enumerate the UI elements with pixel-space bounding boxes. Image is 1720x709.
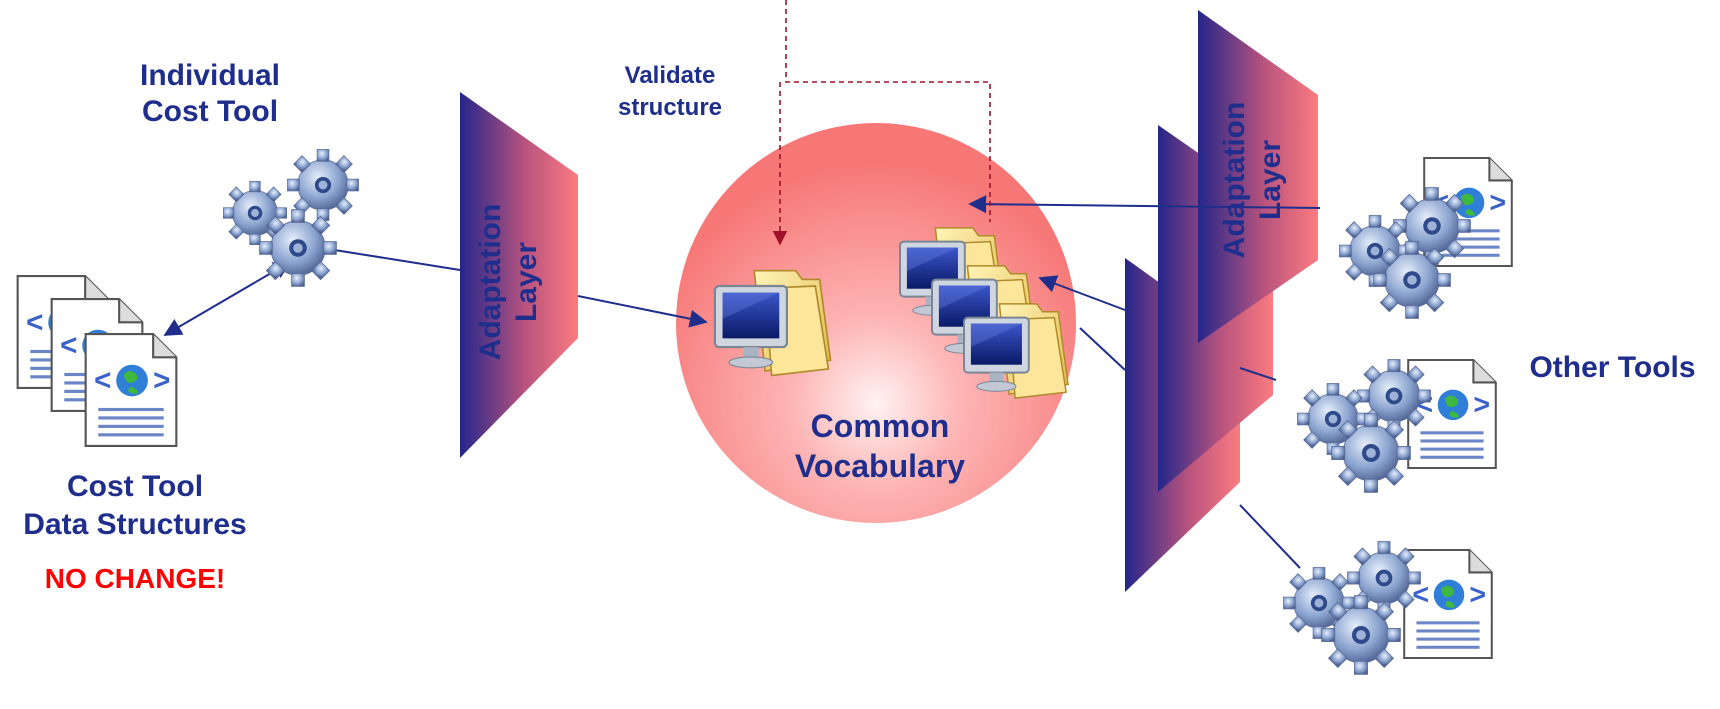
adaptation-layer-left xyxy=(460,92,578,458)
label-line: Individual xyxy=(139,59,280,92)
common-vocabulary-sphere xyxy=(676,123,1076,523)
connector-gear-to-layer xyxy=(321,247,461,271)
connector-folder2 xyxy=(1079,327,1126,371)
label-line: Validate xyxy=(624,62,716,89)
arrow-gear-data xyxy=(163,261,292,336)
gears-icon xyxy=(259,209,337,287)
gears-icon xyxy=(1373,241,1451,319)
arrow-layer-to-folder xyxy=(1038,275,1126,311)
adaptation-layer-right-label: Adaptation Layer xyxy=(1218,102,1287,259)
label-line: structure xyxy=(617,94,723,121)
gears-icon xyxy=(1321,595,1401,675)
common-vocabulary-label: Common Vocabulary xyxy=(760,406,1000,486)
adaptation-label: Adaptation xyxy=(1218,102,1251,259)
arrow-layer-to-vocabulary xyxy=(577,295,708,328)
gears-icon xyxy=(1331,413,1411,493)
computer-folder-icon xyxy=(713,269,832,377)
no-change-label: NO CHANGE! xyxy=(44,563,226,594)
other-tools-label: Other Tools xyxy=(1529,351,1696,384)
label-line: Vocabulary xyxy=(794,448,966,484)
adaptation-layer-left-label: Adaptation Layer xyxy=(474,204,543,361)
adaptation-layer-right-front xyxy=(1198,10,1318,343)
label-line: Common xyxy=(810,408,950,444)
validate-connector xyxy=(785,0,991,222)
layer-label: Layer xyxy=(510,242,543,322)
layer-label: Layer xyxy=(1254,140,1287,220)
individual-cost-tool-label: Individual Cost Tool xyxy=(110,58,310,130)
xml-document-icon xyxy=(1403,548,1493,660)
label-line: Cost Tool xyxy=(66,470,204,503)
label-line: Cost Tool xyxy=(141,95,279,128)
data-structures-label: Cost Tool Data Structures xyxy=(0,468,270,544)
validate-structure-label: Validate structure xyxy=(590,60,750,124)
xml-document-icon xyxy=(84,333,178,447)
computer-folder-icon xyxy=(963,302,1070,400)
arrow-other-to-vocabulary xyxy=(968,195,1321,214)
adaptation-label: Adaptation xyxy=(474,204,507,361)
label-line: Data Structures xyxy=(23,508,247,541)
connector-tool2 xyxy=(1239,367,1277,381)
connector-tool3 xyxy=(1239,504,1301,569)
